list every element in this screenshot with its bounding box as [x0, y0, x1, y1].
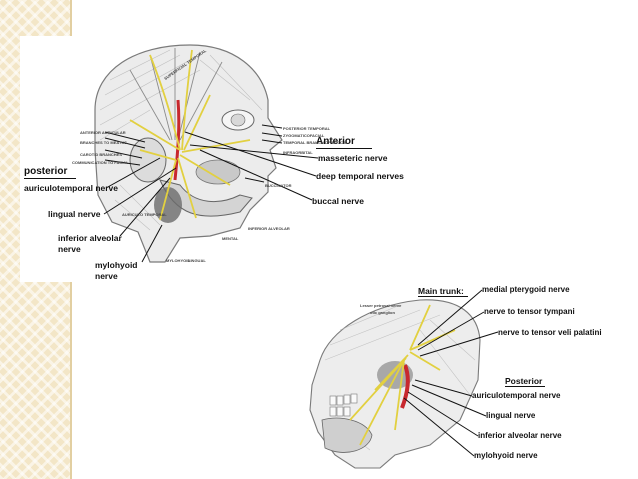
small-carotid-branches: CAROTID BRANCHES — [80, 152, 122, 157]
label-main-trunk: Main trunk: — [418, 286, 464, 296]
main-trunk-underline — [418, 296, 468, 297]
small-posterior-temporal: POSTERIOR TEMPORAL — [283, 126, 331, 131]
bottom-leader-lines — [403, 289, 499, 457]
posterior-bottom-underline — [505, 386, 545, 387]
small-zygomaticofacial: ZYGOMATICOFACIAL — [283, 133, 325, 138]
small-branches-to-meatus: BRANCHES TO MEATUS — [80, 140, 127, 145]
small-lesser-petrosal: Lesser petrosal nerve — [360, 303, 402, 308]
top-leader-lines — [103, 124, 319, 263]
small-communication-facial: COMMUNICATION TO FACIAL — [72, 160, 129, 165]
label-tensor-tympani: nerve to tensor tympani — [484, 307, 575, 316]
small-anterior-auricular: ANTERIOR AURICULAR — [80, 130, 126, 135]
small-mylohyoid: MYLOHYOID — [166, 258, 191, 263]
small-buccinator: BUCCINATOR — [265, 183, 292, 188]
label-anterior: Anterior — [316, 136, 355, 147]
label-auriculotemporal-bottom: auriculotemporal nerve — [472, 391, 561, 400]
small-infraorbital: INFRAORBITAL — [283, 150, 313, 155]
small-auriculo-temporal: AURICULO TEMPORAL — [122, 212, 167, 217]
posterior-underline — [24, 178, 76, 179]
label-posterior-top: posterior — [24, 166, 68, 177]
bottom-nerve-branches — [349, 304, 456, 446]
small-temporal-branch-buccal: TEMPORAL BRANCH OF BUCCAL — [283, 140, 349, 145]
label-tensor-veli-palatini: nerve to tensor veli palatini — [498, 328, 602, 337]
small-lingual: LINGUAL — [188, 258, 206, 263]
label-masseteric-nerve: masseteric nerve — [318, 153, 388, 163]
label-inferior-alveolar-top: inferior alveolar — [58, 233, 122, 243]
label-lingual-top: lingual nerve — [48, 209, 101, 219]
ear-region — [129, 137, 167, 183]
label-mylohyoid-top-2: nerve — [95, 271, 118, 281]
artery — [173, 99, 181, 181]
label-auriculotemporal-top: auriculotemporal nerve — [24, 183, 119, 193]
tongue — [321, 417, 373, 453]
label-deep-temporal-nerves: deep temporal nerves — [316, 171, 404, 181]
small-inferior-alveolar: INFERIOR ALVEOLAR — [248, 226, 290, 231]
label-mylohyoid-top: mylohyoid — [95, 260, 138, 270]
label-inferior-alveolar-top-2: nerve — [58, 244, 81, 254]
nerve-branches — [129, 49, 251, 221]
anterior-underline — [316, 148, 372, 149]
label-lingual-bottom: lingual nerve — [486, 411, 536, 420]
label-medial-pterygoid: medial pterygoid nerve — [482, 285, 570, 294]
bottom-artery — [400, 364, 410, 409]
teeth — [329, 393, 358, 417]
label-posterior-bottom: Posterior — [505, 376, 543, 386]
small-mental: MENTAL — [222, 236, 239, 241]
label-inferior-alveolar-bottom: inferior alveolar nerve — [478, 431, 562, 440]
label-mylohyoid-bottom: mylohyoid nerve — [474, 451, 538, 460]
small-otic-ganglion: otic ganglion — [370, 310, 395, 315]
label-buccal-nerve: buccal nerve — [312, 196, 364, 206]
